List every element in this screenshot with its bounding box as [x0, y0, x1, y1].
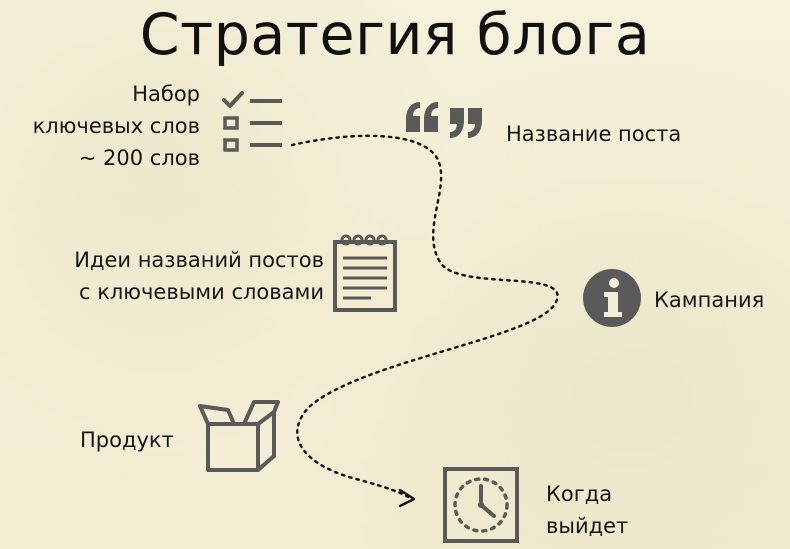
slide-title: Стратегия блога: [139, 2, 651, 68]
box-icon: [198, 400, 280, 472]
checklist-icon: [222, 91, 282, 152]
publish-label: Когда выйдет: [546, 478, 628, 542]
notepad-icon: [333, 234, 397, 312]
quotes-icon: [406, 102, 482, 138]
ideas-label: Идеи названий постов с ключевыми словами: [74, 244, 324, 308]
publish-line-2: выйдет: [546, 514, 629, 538]
info-icon: [583, 269, 641, 327]
campaign-label: Кампания: [654, 288, 765, 312]
ideas-line-1: Идеи названий постов: [74, 248, 324, 272]
ideas-line-2: с ключевыми словами: [78, 280, 324, 304]
keywords-line-2: ключевых слов: [32, 114, 200, 138]
keywords-label: Набор ключевых слов ~ 200 слов: [33, 78, 200, 174]
keywords-line-3: ~ 200 слов: [78, 146, 200, 170]
keywords-line-1: Набор: [132, 82, 200, 106]
clock-icon: [443, 467, 519, 543]
post-title-label: Название поста: [506, 122, 682, 146]
product-label: Продукт: [80, 428, 174, 452]
publish-line-1: Когда: [546, 482, 613, 506]
dotted-connector: [290, 134, 559, 499]
arrowhead: [398, 488, 416, 508]
